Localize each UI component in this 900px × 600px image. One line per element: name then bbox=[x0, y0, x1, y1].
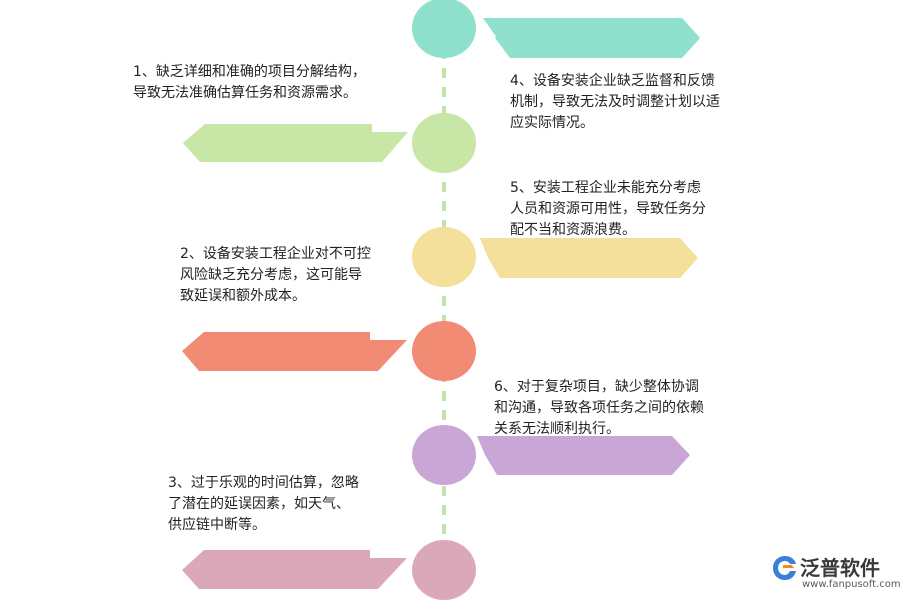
item-4-line-2: 机制，导致无法及时调整计划以适 bbox=[510, 94, 720, 110]
brand-mark-icon bbox=[773, 556, 796, 580]
item-1-line-2: 导致无法准确估算任务和资源需求。 bbox=[133, 85, 357, 101]
item-5-line-3: 配不当和资源浪费。 bbox=[510, 222, 636, 238]
arrow-green bbox=[183, 124, 408, 162]
arrow-pink bbox=[182, 550, 407, 589]
item-6-line-2: 和沟通，导致各项任务之间的依赖 bbox=[494, 400, 704, 416]
brand-logo: 泛普软件 www.fanpusoft.com bbox=[770, 548, 900, 600]
node-circle-green bbox=[412, 113, 476, 173]
item-6-line-1: 6、对于复杂项目，缺少整体协调 bbox=[494, 379, 699, 395]
item-4-line-1: 4、设备安装企业缺乏监督和反馈 bbox=[510, 73, 715, 89]
item-2-line-2: 风险缺乏充分考虑，这可能导 bbox=[180, 267, 362, 283]
brand-name: 泛普软件 bbox=[800, 556, 880, 580]
item-6-text: 6、对于复杂项目，缺少整体协调 和沟通，导致各项任务之间的依赖 关系无法顺利执行… bbox=[494, 377, 704, 440]
arrow-purple bbox=[477, 436, 690, 475]
item-5-text: 5、安装工程企业未能充分考虑 人员和资源可用性，导致任务分 配不当和资源浪费。 bbox=[510, 178, 706, 241]
item-2-text: 2、设备安装工程企业对不可控 风险缺乏充分考虑，这可能导 致延误和额外成本。 bbox=[180, 244, 371, 307]
node-circle-purple bbox=[412, 425, 476, 485]
node-circle-salmon bbox=[412, 321, 476, 381]
item-3-line-2: 了潜在的延误因素，如天气、 bbox=[168, 496, 350, 512]
item-3-line-1: 3、过于乐观的时间估算，忽略 bbox=[168, 475, 359, 491]
item-3-line-3: 供应链中断等。 bbox=[168, 517, 266, 533]
arrow-yellow bbox=[480, 238, 698, 278]
item-5-line-2: 人员和资源可用性，导致任务分 bbox=[510, 201, 706, 217]
arrow-teal-body bbox=[483, 18, 700, 58]
item-2-line-3: 致延误和额外成本。 bbox=[180, 288, 306, 304]
item-6-line-3: 关系无法顺利执行。 bbox=[494, 421, 620, 437]
item-1-text: 1、缺乏详细和准确的项目分解结构， 导致无法准确估算任务和资源需求。 bbox=[133, 62, 366, 104]
item-4-line-3: 应实际情况。 bbox=[510, 115, 594, 131]
item-3-text: 3、过于乐观的时间估算，忽略 了潜在的延误因素，如天气、 供应链中断等。 bbox=[168, 473, 359, 536]
node-circle-teal bbox=[412, 0, 476, 58]
node-circle-pink bbox=[412, 540, 476, 600]
item-5-line-1: 5、安装工程企业未能充分考虑 bbox=[510, 180, 701, 196]
brand-url: www.fanpusoft.com bbox=[802, 579, 900, 590]
item-4-text: 4、设备安装企业缺乏监督和反馈 机制，导致无法及时调整计划以适 应实际情况。 bbox=[510, 71, 720, 134]
item-1-line-1: 1、缺乏详细和准确的项目分解结构， bbox=[133, 64, 366, 80]
node-circle-yellow bbox=[412, 227, 476, 287]
item-2-line-1: 2、设备安装工程企业对不可控 bbox=[180, 246, 371, 262]
arrow-salmon bbox=[182, 332, 407, 371]
